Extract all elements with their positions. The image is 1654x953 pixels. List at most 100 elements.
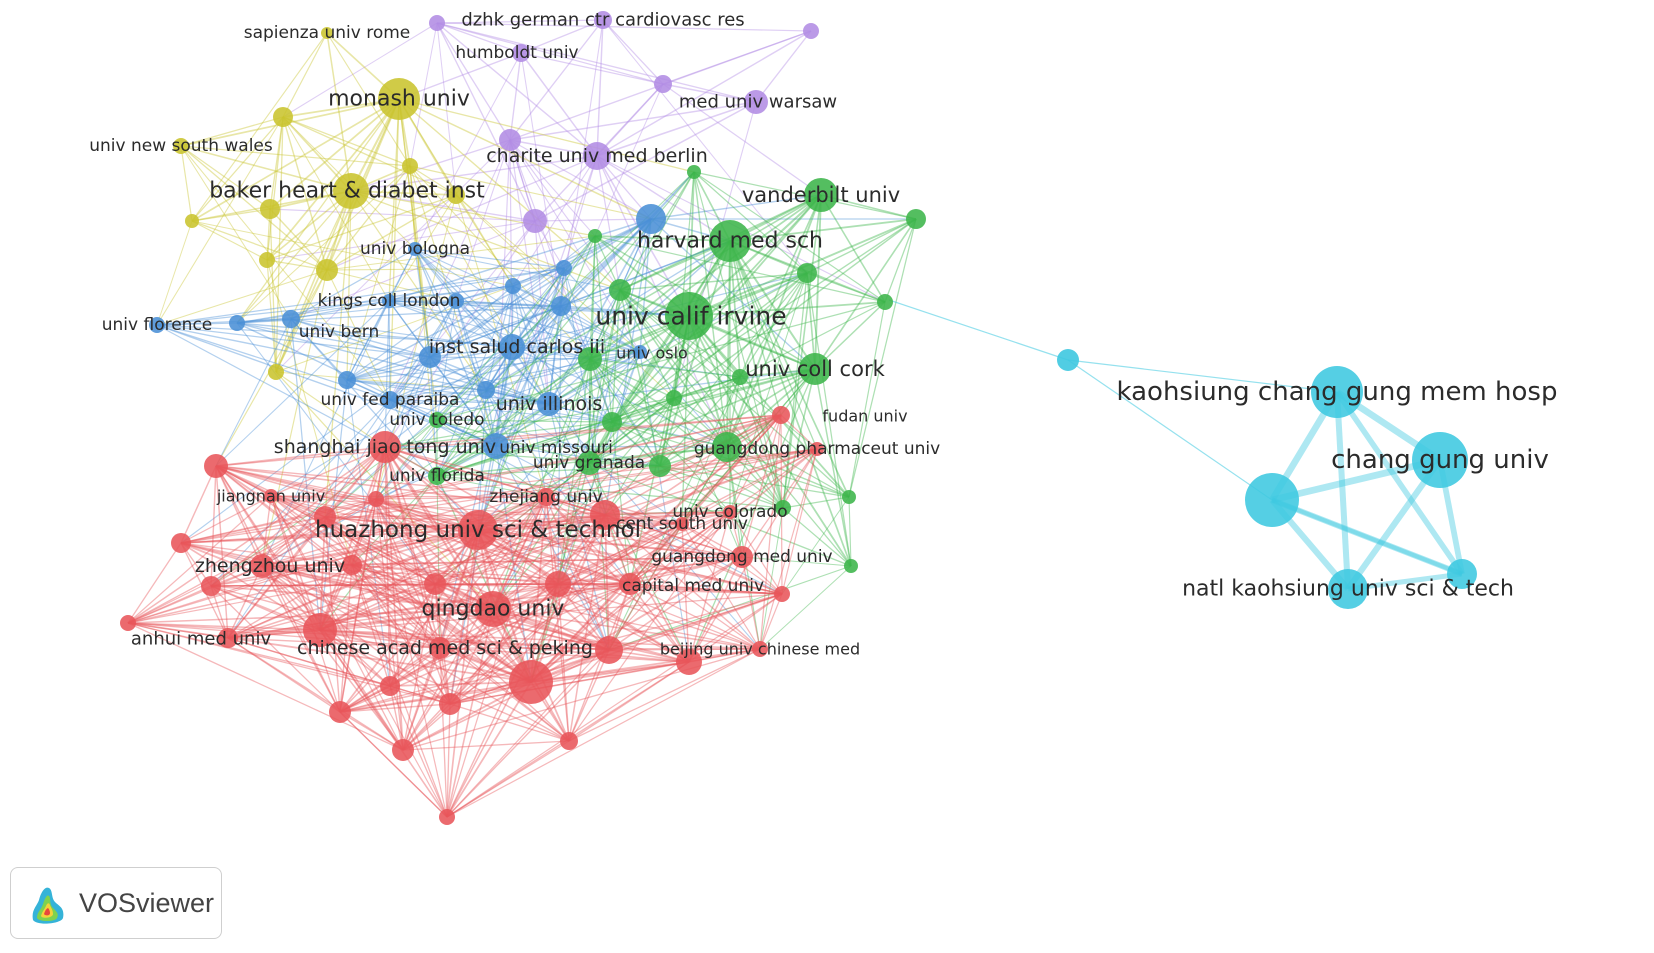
label-zhengzhou-univ[interactable]: zhengzhou univ — [195, 555, 345, 577]
node-red-98[interactable] — [595, 636, 623, 664]
label-harvard-med-sch[interactable]: harvard med sch — [637, 229, 823, 254]
node-guangdong-med-univ[interactable] — [731, 546, 753, 568]
node-univ-fed-paraiba[interactable] — [381, 391, 399, 409]
node-univ-florida[interactable] — [428, 467, 446, 485]
node-green-56[interactable] — [797, 263, 817, 283]
node-green-62[interactable] — [666, 390, 682, 406]
node-univ-florence[interactable] — [149, 317, 165, 333]
label-inst-salud-carlos-iii[interactable]: inst salud carlos iii — [429, 336, 605, 358]
node-blue-37[interactable] — [505, 278, 521, 294]
node-cyan-4[interactable] — [1447, 559, 1477, 589]
node-yellow-23[interactable] — [316, 259, 338, 281]
node-purple-10[interactable] — [803, 23, 819, 39]
label-jiangnan-univ[interactable]: jiangnan univ — [216, 487, 325, 506]
node-chinese-acad-med-sci-peking[interactable] — [429, 637, 451, 659]
node-red-101[interactable] — [439, 693, 461, 715]
node-harvard-med-sch[interactable] — [709, 220, 751, 262]
node-yellow-25[interactable] — [447, 186, 465, 204]
label-kings-coll-london[interactable]: kings coll london — [318, 291, 461, 311]
label-shanghai-jiao-tong-univ[interactable]: shanghai jiao tong univ — [274, 436, 496, 458]
node-green-52[interactable] — [842, 490, 856, 504]
node-red-91[interactable] — [424, 573, 446, 595]
node-red-99[interactable] — [676, 649, 702, 675]
label-univ-toledo[interactable]: univ toledo — [389, 410, 484, 430]
label-univ-colorado[interactable]: univ colorado — [672, 502, 787, 522]
label-univ-bologna[interactable]: univ bologna — [360, 239, 470, 259]
node-jiangnan-univ[interactable] — [264, 489, 278, 503]
label-univ-granada[interactable]: univ granada — [533, 453, 645, 473]
node-blue-41[interactable] — [419, 346, 441, 368]
node-univ-granada[interactable] — [577, 451, 601, 475]
node-red-86[interactable] — [204, 454, 228, 478]
label-natl-kaohsiung-univ-sci-tech[interactable]: natl kaohsiung univ sci & tech — [1182, 577, 1514, 602]
node-red-89[interactable] — [171, 533, 191, 553]
node-green-64[interactable] — [649, 455, 671, 477]
node-yellow-21[interactable] — [185, 214, 199, 228]
node-univ-colorado[interactable] — [723, 505, 737, 519]
node-univ-coll-cork[interactable] — [799, 353, 831, 385]
label-beijing-univ-chinese-med[interactable]: beijing univ chinese med — [660, 640, 860, 659]
node-yellow-20[interactable] — [260, 199, 280, 219]
node-yellow-24[interactable] — [268, 364, 284, 380]
node-purple-13[interactable] — [523, 209, 547, 233]
label-univ-calif-irvine[interactable]: univ calif irvine — [595, 302, 786, 331]
node-cent-south-univ[interactable] — [675, 517, 689, 531]
label-med-univ-warsaw[interactable]: med univ warsaw — [679, 92, 837, 113]
node-green-57[interactable] — [687, 165, 701, 179]
node-humboldt-univ[interactable] — [512, 44, 530, 62]
label-dzhk-german-ctr-cardiovasc-res[interactable]: dzhk german ctr cardiovasc res — [461, 10, 744, 31]
node-monash-univ[interactable] — [378, 78, 420, 120]
node-univ-new-south-wales[interactable] — [173, 138, 189, 154]
label-vanderbilt-univ[interactable]: vanderbilt univ — [742, 183, 900, 207]
node-red-100[interactable] — [380, 676, 400, 696]
label-humboldt-univ[interactable]: humboldt univ — [455, 43, 578, 63]
node-red-82[interactable] — [329, 701, 351, 723]
node-inst-salud-carlos-iii[interactable] — [499, 334, 525, 360]
node-beijing-univ-chinese-med[interactable] — [752, 641, 768, 657]
node-red-81[interactable] — [509, 660, 553, 704]
label-univ-florence[interactable]: univ florence — [102, 315, 213, 335]
node-kaohsiung-chang-gung-mem-hosp[interactable] — [1311, 366, 1363, 418]
node-blue-42[interactable] — [338, 371, 356, 389]
node-green-63[interactable] — [602, 412, 622, 432]
node-red-95[interactable] — [201, 576, 221, 596]
node-green-59[interactable] — [609, 279, 631, 301]
node-red-85[interactable] — [439, 809, 455, 825]
label-univ-oslo[interactable]: univ oslo — [616, 344, 688, 363]
node-green-61[interactable] — [732, 369, 748, 385]
label-capital-med-univ[interactable]: capital med univ — [622, 576, 764, 596]
node-shanghai-jiao-tong-univ[interactable] — [369, 431, 401, 463]
node-red-93[interactable] — [590, 500, 620, 530]
label-guangdong-med-univ[interactable]: guangdong med univ — [651, 547, 832, 567]
node-sapienza-univ-rome[interactable] — [321, 27, 333, 39]
node-blue-40[interactable] — [229, 315, 245, 331]
label-sapienza-univ-rome[interactable]: sapienza univ rome — [244, 23, 411, 43]
node-guangdong-pharmaceut-univ[interactable] — [810, 442, 824, 456]
node-capital-med-univ[interactable] — [619, 573, 641, 595]
node-green-65[interactable] — [775, 500, 791, 516]
node-blue-38[interactable] — [551, 296, 571, 316]
node-red-94[interactable] — [774, 586, 790, 602]
node-purple-11[interactable] — [654, 75, 672, 93]
node-green-53[interactable] — [844, 559, 858, 573]
node-red-83[interactable] — [392, 739, 414, 761]
node-blue-36[interactable] — [556, 260, 572, 276]
node-zhejiang-univ[interactable] — [537, 488, 555, 506]
label-huazhong-univ-sci-technol[interactable]: huazhong univ sci & technol — [315, 517, 641, 543]
label-baker-heart-diabet-inst[interactable]: baker heart & diabet inst — [209, 179, 485, 204]
node-yellow-19[interactable] — [402, 158, 418, 174]
node-univ-bologna[interactable] — [408, 242, 422, 256]
node-med-univ-warsaw[interactable] — [744, 90, 768, 114]
vosviewer-badge[interactable]: VOSviewer — [10, 867, 222, 939]
node-yellow-22[interactable] — [259, 252, 275, 268]
label-charite-univ-med-berlin[interactable]: charite univ med berlin — [486, 145, 708, 167]
node-univ-calif-irvine[interactable] — [665, 292, 713, 340]
node-green-58[interactable] — [588, 229, 602, 243]
node-red-90[interactable] — [342, 555, 362, 575]
label-univ-missouri[interactable]: univ missouri — [499, 438, 613, 458]
node-bridge[interactable] — [1057, 349, 1079, 371]
node-fudan-univ[interactable] — [772, 406, 790, 424]
node-qingdao-univ[interactable] — [475, 591, 511, 627]
node-red-84[interactable] — [560, 732, 578, 750]
node-yellow-18[interactable] — [273, 107, 293, 127]
